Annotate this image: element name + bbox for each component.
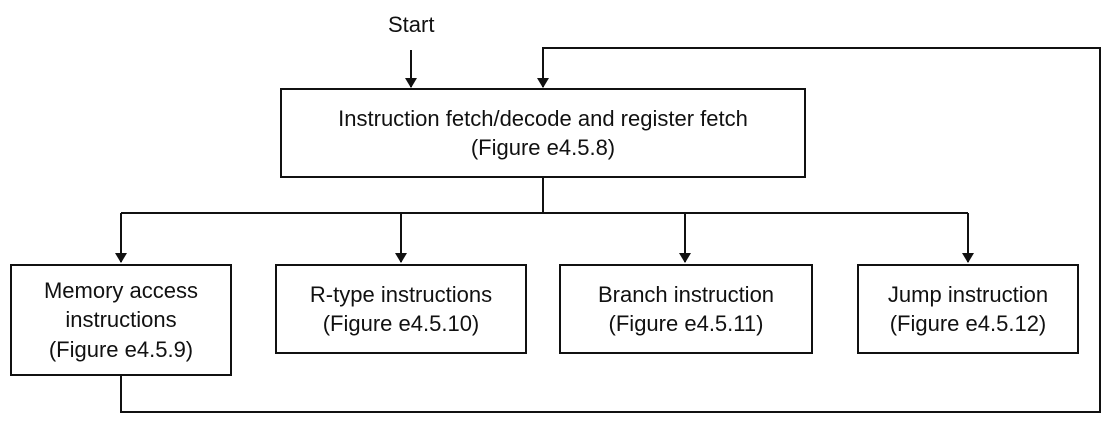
memory-access-box: Memory access instructions (Figure e4.5.… <box>10 264 232 376</box>
branch-title: Branch instruction <box>597 281 775 307</box>
memory-access-line2: instructions <box>65 307 177 333</box>
branch-box: Branch instruction (Figure e4.5.11) <box>559 264 813 354</box>
rtype-title: R-type instructions <box>309 281 493 307</box>
loop-back-line <box>120 47 1101 413</box>
jump-title: Jump instruction <box>887 281 1049 307</box>
rtype-figure: (Figure e4.5.10) <box>322 311 480 336</box>
memory-access-figure: (Figure e4.5.9) <box>48 336 194 362</box>
jump-box: Jump instruction (Figure e4.5.12) <box>857 264 1079 354</box>
fetch-decode-title: Instruction fetch/decode and register fe… <box>338 105 748 131</box>
memory-access-line1: Memory access <box>43 278 199 304</box>
branch-figure: (Figure e4.5.11) <box>608 311 764 336</box>
rtype-box: R-type instructions (Figure e4.5.10) <box>275 264 527 354</box>
fetch-decode-box: Instruction fetch/decode and register fe… <box>280 88 806 178</box>
start-label: Start <box>388 12 435 37</box>
fetch-decode-figure: (Figure e4.5.8) <box>470 135 616 160</box>
jump-figure: (Figure e4.5.12) <box>889 311 1047 336</box>
